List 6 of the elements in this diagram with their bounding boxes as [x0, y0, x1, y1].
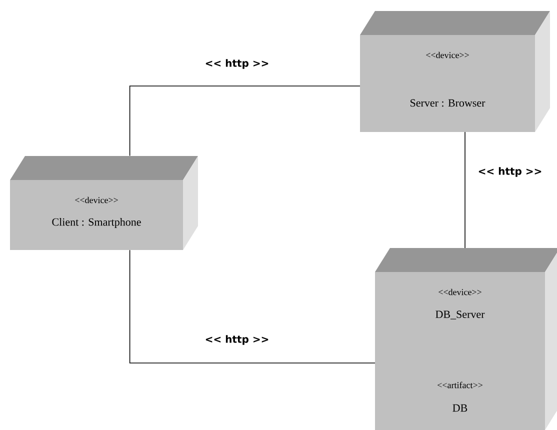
edge-label: << http >>	[478, 167, 542, 177]
connector-line	[464, 132, 466, 248]
connector-line	[129, 250, 376, 364]
connector-line	[129, 86, 360, 156]
edge-label: << http >>	[206, 335, 268, 345]
edge-label: << http >>	[206, 59, 268, 69]
